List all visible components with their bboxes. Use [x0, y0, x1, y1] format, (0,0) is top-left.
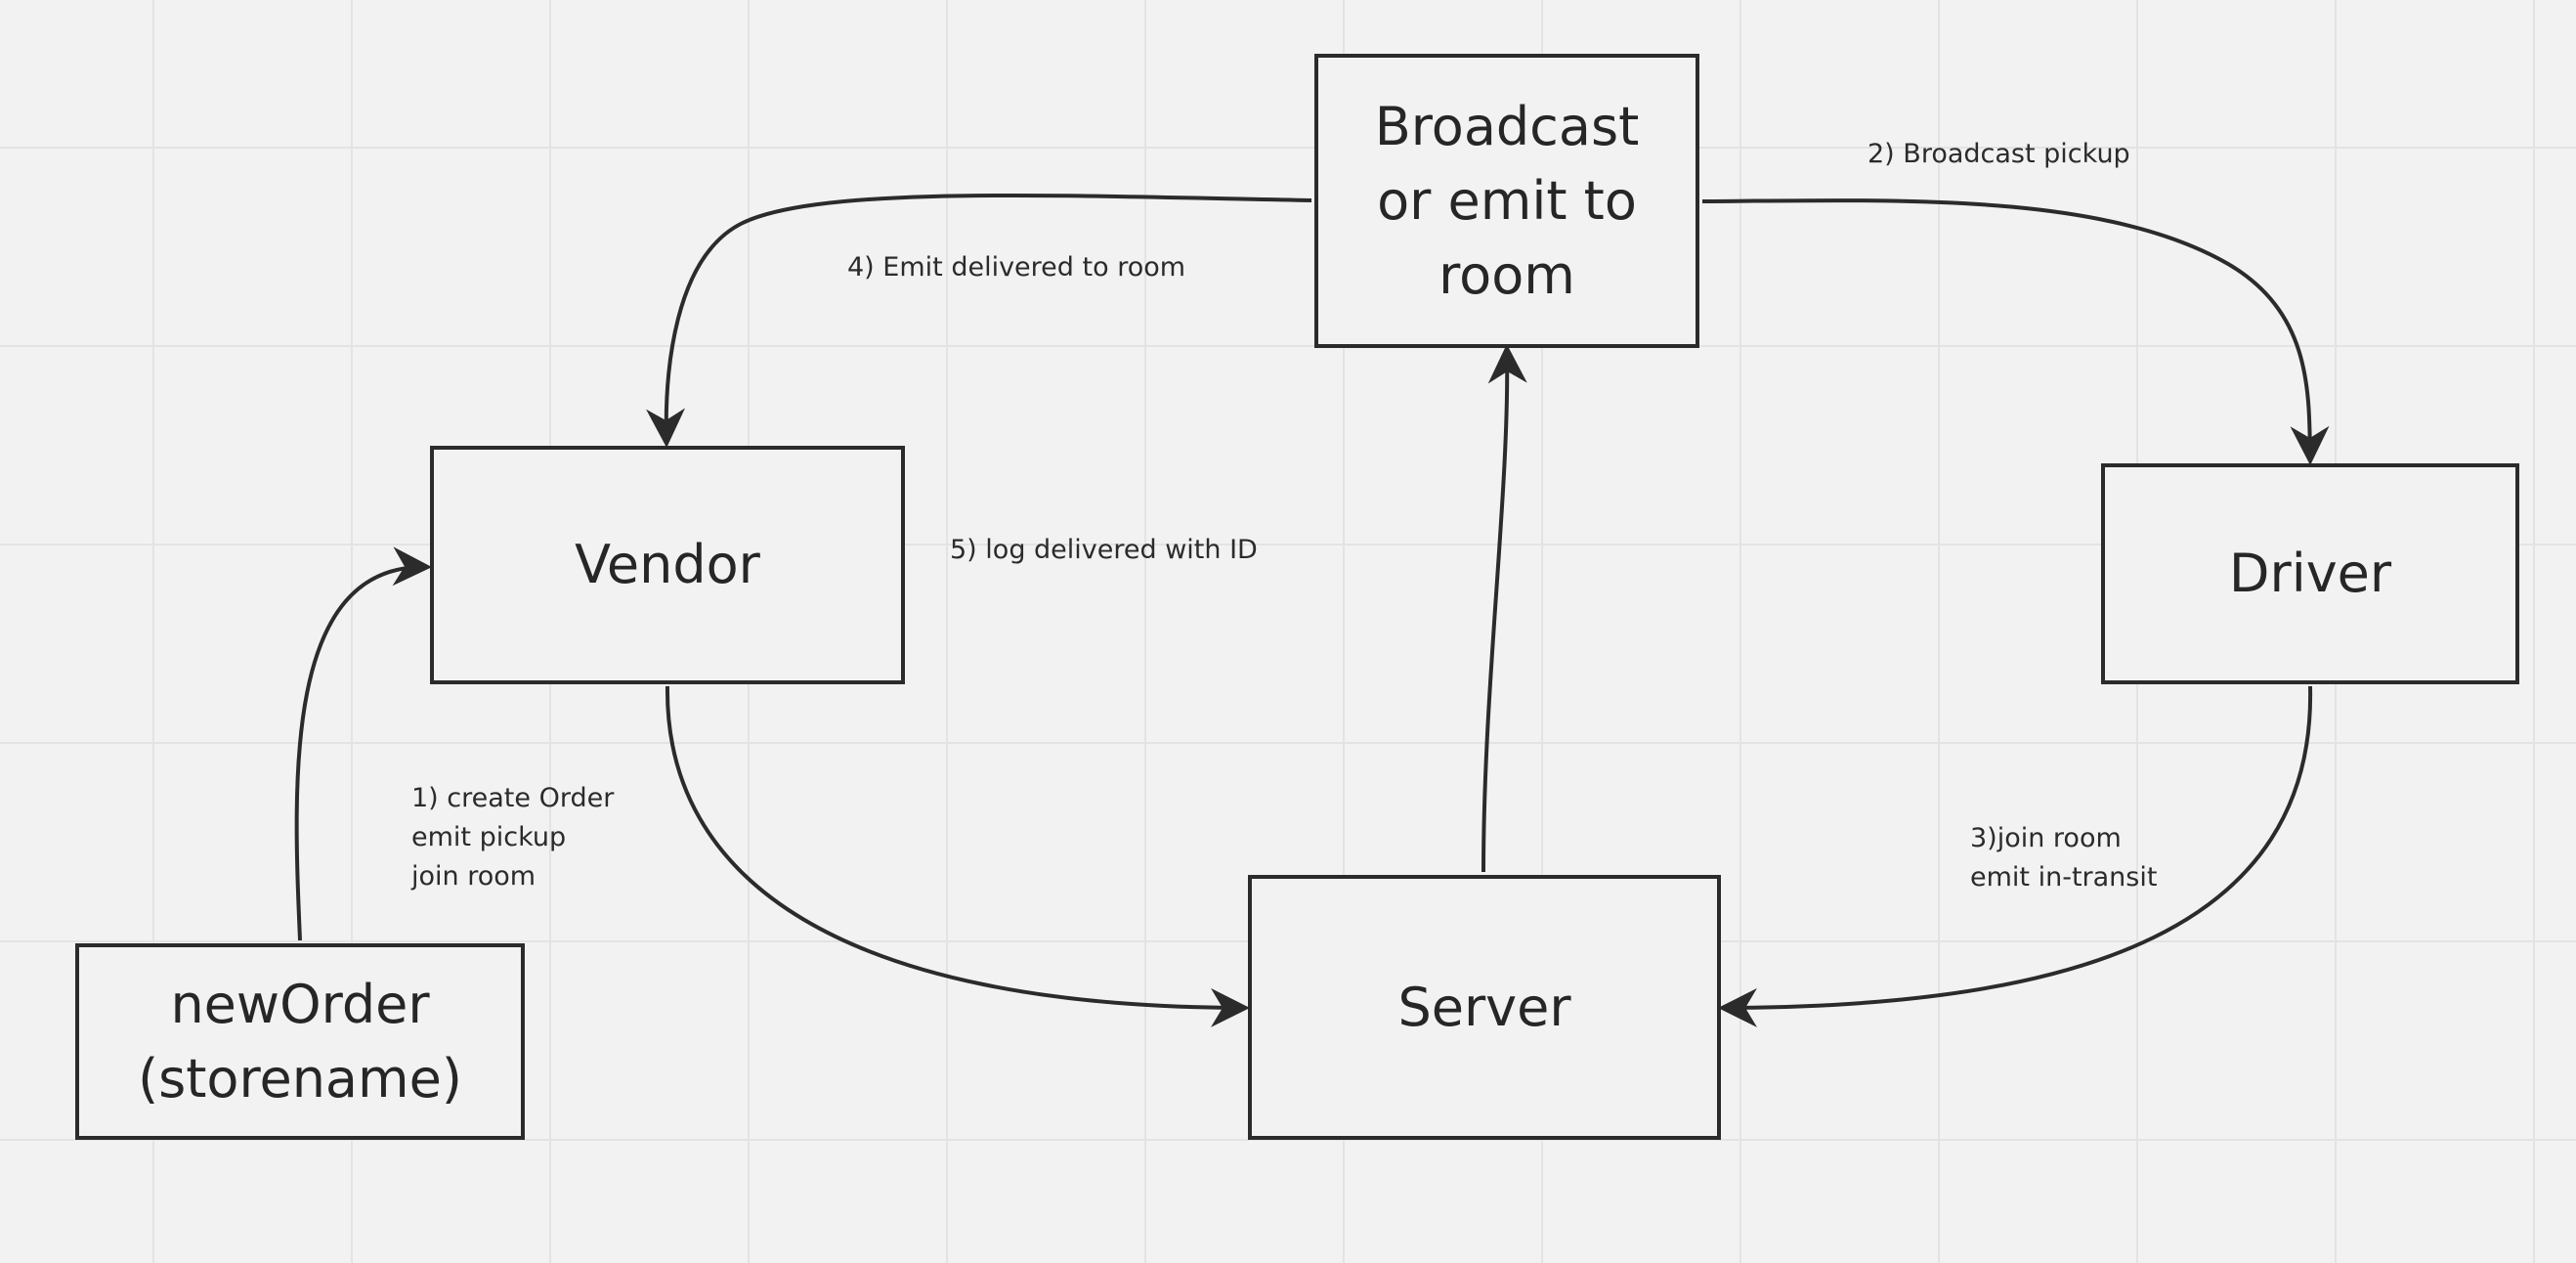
edge-vendor-to-server[interactable]	[665, 685, 1250, 1027]
label-create-order: 1) create Order emit pickup join room	[411, 783, 615, 892]
label-emit-delivered: 4) Emit delivered to room	[847, 252, 1186, 283]
edge-neworder-to-vendor[interactable]	[294, 546, 432, 941]
edge-broadcast-to-vendor[interactable]	[646, 193, 1312, 448]
driver-node[interactable]: Driver	[2101, 463, 2519, 684]
edge-driver-to-server[interactable]	[1718, 685, 2313, 1027]
vendor-node[interactable]: Vendor	[430, 446, 905, 684]
new-order-node[interactable]: newOrder (storename)	[75, 943, 525, 1140]
label-log-delivered: 5) log delivered with ID	[950, 535, 1258, 565]
edge-server-to-broadcast[interactable]	[1481, 344, 1527, 873]
server-node[interactable]: Server	[1248, 875, 1721, 1140]
broadcast-node[interactable]: Broadcast or emit to room	[1314, 54, 1699, 348]
label-join-room: 3)join room emit in-transit	[1970, 823, 2158, 893]
label-broadcast-pickup: 2) Broadcast pickup	[1868, 139, 2130, 169]
edge-broadcast-to-driver[interactable]	[1701, 198, 2330, 465]
